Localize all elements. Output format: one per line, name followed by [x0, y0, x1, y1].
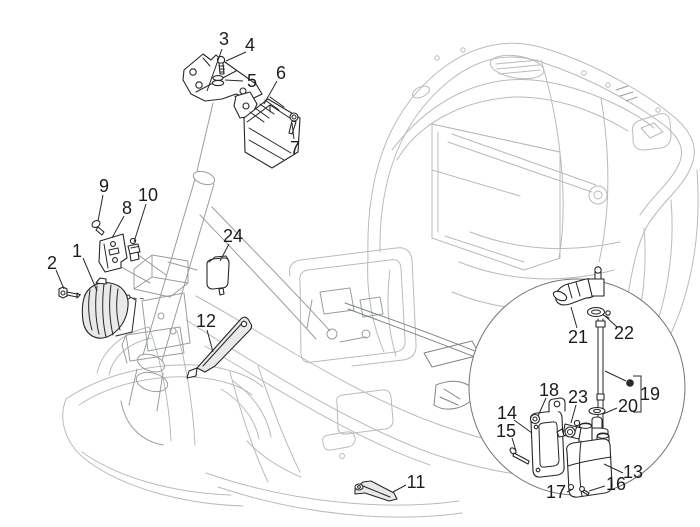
part-12-bracket — [186, 316, 253, 379]
part-22-clamp — [586, 306, 611, 319]
callout-label-9: 9 — [99, 176, 109, 196]
callout-label-20: 20 — [618, 396, 638, 416]
part-7-screw — [288, 112, 299, 135]
callout-label-19: 19 — [640, 384, 660, 404]
callout-label-13: 13 — [623, 462, 643, 482]
callout-label-23: 23 — [568, 387, 588, 407]
callout-label-8: 8 — [122, 198, 132, 218]
part-24-relay — [206, 255, 230, 296]
part-16-screw — [579, 486, 590, 496]
callout-label-5: 5 — [247, 71, 257, 91]
part-1-voltage-regulator — [81, 277, 137, 339]
callout-label-18: 18 — [539, 380, 559, 400]
callout-label-21: 21 — [568, 327, 588, 347]
part-18-flange-nut — [529, 413, 541, 425]
part-15-screw — [509, 447, 530, 465]
callout-label-1: 1 — [72, 241, 82, 261]
callout-label-15: 15 — [496, 421, 516, 441]
leader-line-1 — [82, 257, 98, 292]
leader-line-13 — [603, 463, 624, 474]
leader-line-8 — [111, 215, 125, 239]
leader-line-24 — [219, 243, 230, 262]
leader-line-19 — [604, 370, 627, 382]
leader-line-21 — [570, 306, 578, 329]
leader-line-7 — [291, 122, 295, 140]
part-23-clamp — [556, 419, 582, 440]
part-11-bracket — [354, 480, 398, 502]
callout-label-3: 3 — [219, 29, 229, 49]
callout-dot-19 — [626, 379, 634, 387]
leader-line-5 — [224, 79, 244, 82]
callout-label-11: 11 — [407, 472, 426, 492]
leader-line-10 — [133, 203, 147, 243]
leader-line-17 — [566, 488, 574, 493]
frame-mount-details — [120, 253, 490, 410]
leader-line-14 — [513, 419, 533, 434]
callout-label-17: 17 — [546, 482, 566, 502]
callout-label-24: 24 — [223, 226, 243, 246]
callout-bracket-19 — [633, 375, 642, 413]
leader-line-3 — [206, 48, 223, 92]
callout-label-10: 10 — [138, 185, 158, 205]
leader-line-15 — [511, 437, 517, 452]
leader-line-12 — [206, 329, 214, 353]
part-6-ecu-module — [243, 96, 301, 169]
part-14-mount-plate — [530, 397, 566, 478]
callout-label-16: 16 — [606, 474, 626, 494]
callout-label-22: 22 — [614, 323, 634, 343]
leader-line-6 — [263, 80, 278, 105]
leader-line-20 — [602, 407, 618, 415]
part-21-spark-plug-cap — [552, 266, 605, 306]
leader-line-22 — [604, 315, 618, 328]
part-10-cable-clip — [127, 237, 141, 262]
leader-line-16 — [588, 485, 606, 492]
part-13-ignition-coil — [566, 422, 613, 498]
leader-line-2 — [55, 269, 65, 290]
callout-label-12: 12 — [196, 311, 216, 331]
part-2-screw — [58, 286, 81, 299]
callout-label-7: 7 — [290, 138, 300, 158]
part-5-washer-nut — [211, 75, 225, 87]
callout-label-2: 2 — [47, 253, 57, 273]
leader-line-9 — [97, 194, 104, 222]
callout-label-14: 14 — [497, 403, 517, 423]
leader-line-11 — [392, 484, 407, 493]
callout-label-4: 4 — [245, 35, 255, 55]
part-8-bracket-plate — [98, 233, 128, 273]
part-9-screw — [91, 219, 105, 236]
callout-label-6: 6 — [276, 63, 286, 83]
leader-line-23 — [570, 404, 577, 424]
leader-line-4 — [225, 51, 247, 62]
leader-line-18 — [537, 397, 547, 417]
